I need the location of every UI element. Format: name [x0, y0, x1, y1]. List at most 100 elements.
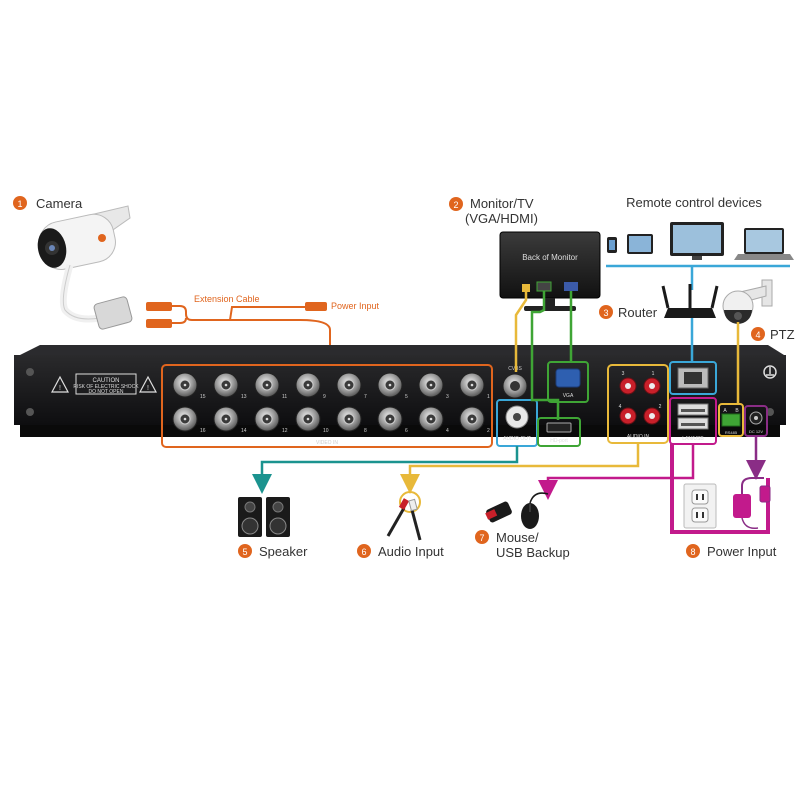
bnc-number: 2 [487, 428, 490, 434]
svg-text:4: 4 [619, 404, 622, 410]
bnc-connector: 14 [213, 406, 247, 434]
svg-text:Speaker: Speaker [259, 544, 308, 559]
svg-text:Mouse/: Mouse/ [496, 530, 539, 545]
remote-devices-label: Remote control devices [626, 195, 762, 210]
bnc-connector: 7 [336, 372, 367, 400]
svg-text:2: 2 [453, 200, 458, 210]
audio-in-ports: 3 1 4 2 AUDIO IN [619, 371, 662, 440]
bnc-number: 9 [323, 394, 326, 400]
dc-in-port: DC 12V [749, 411, 763, 434]
bnc-number: 7 [364, 394, 367, 400]
bnc-number: 10 [323, 428, 329, 434]
svg-text:Back of Monitor: Back of Monitor [522, 253, 578, 262]
svg-text:8: 8 [690, 547, 695, 557]
svg-text:1: 1 [17, 199, 22, 209]
bnc-number: 3 [446, 394, 449, 400]
svg-text:2: 2 [659, 404, 662, 410]
svg-text:VGA: VGA [563, 393, 574, 399]
bnc-number: 15 [200, 394, 206, 400]
bnc-number: 8 [364, 428, 367, 434]
monitor-icon: Back of Monitor [499, 231, 601, 311]
bnc-number: 13 [241, 394, 247, 400]
svg-text:B: B [735, 408, 739, 414]
video-in-top-row: 15 13 11 9 7 5 3 1 [172, 372, 490, 400]
router-label: 3 Router [599, 305, 658, 320]
svg-text:DC 12V: DC 12V [749, 429, 763, 434]
svg-text:HD-port: HD-port [550, 438, 568, 444]
svg-text:A: A [723, 408, 727, 414]
svg-text:AUDIO IN: AUDIO IN [627, 434, 650, 440]
bnc-number: 16 [200, 428, 206, 434]
speaker-label: 5 Speaker [238, 544, 308, 559]
bnc-connector: 2 [459, 406, 490, 434]
power-adapter-icon [733, 477, 771, 530]
bnc-number: 6 [405, 428, 408, 434]
audio-out-port: AUDIO OUT [503, 405, 531, 442]
bnc-connector: 10 [295, 406, 329, 434]
svg-text:4: 4 [755, 330, 760, 340]
bnc-number: 11 [282, 394, 287, 400]
monitor-cables [514, 291, 573, 420]
bnc-connector: 15 [172, 372, 206, 400]
svg-text:3: 3 [603, 308, 608, 318]
usb-ports: LAN/USB [677, 403, 709, 442]
ptz-label: 4 PTZ [751, 327, 795, 342]
audio-input-cable [400, 443, 640, 494]
svg-text:USB Backup: USB Backup [496, 545, 570, 560]
extension-cable: Extension Cable Power Input [146, 294, 380, 372]
network-lines [606, 264, 790, 290]
power-outlet-icon [683, 483, 717, 529]
mouse-icon [521, 492, 549, 529]
svg-text:7: 7 [479, 533, 484, 543]
svg-text:!: ! [59, 385, 61, 392]
vga-highlight [547, 361, 589, 403]
svg-text:Power Input: Power Input [707, 544, 777, 559]
usb-drive-icon [485, 501, 512, 523]
svg-text:Monitor/TV: Monitor/TV [470, 196, 534, 211]
svg-text:DO NOT OPEN: DO NOT OPEN [89, 389, 124, 395]
bnc-connector: 12 [254, 406, 288, 434]
video-in-label: VIDEO IN [316, 440, 338, 446]
bnc-connector: 6 [377, 406, 408, 434]
usb-cable [538, 444, 695, 500]
bnc-connector: 3 [418, 372, 449, 400]
svg-text:Power Input: Power Input [331, 301, 380, 311]
svg-text:6: 6 [361, 547, 366, 557]
rs485-port: A B RS485 [721, 408, 741, 435]
bnc-number: 12 [282, 428, 288, 434]
usb-power-line-v [766, 478, 770, 534]
svg-text:!: ! [147, 385, 149, 392]
svg-text:5: 5 [242, 547, 247, 557]
ptz-icon [722, 279, 773, 324]
bnc-number: 5 [405, 394, 408, 400]
svg-text:Audio Input: Audio Input [378, 544, 444, 559]
svg-text:Extension Cable: Extension Cable [194, 294, 260, 304]
badge-1 [13, 196, 27, 210]
svg-text:1: 1 [652, 371, 655, 377]
usb-power-line [670, 444, 674, 534]
power-input-label: 8 Power Input [686, 544, 777, 559]
router-icon [661, 284, 719, 318]
audio-input-label: 6 Audio Input [357, 544, 444, 559]
bnc-connector: 5 [377, 372, 408, 400]
rca-cable-icon [386, 491, 422, 541]
camera-icon [37, 205, 133, 330]
bnc-number: 4 [446, 428, 449, 434]
rs485-highlight [718, 403, 744, 437]
svg-text:PTZ: PTZ [770, 327, 795, 342]
svg-text:RISK OF ELECTRIC SHOCK: RISK OF ELECTRIC SHOCK [73, 384, 139, 390]
bnc-connector: 13 [213, 372, 247, 400]
usb-power-line-h [670, 530, 770, 534]
bnc-connector: 9 [295, 372, 326, 400]
hdmi-port: HD-port [546, 422, 572, 444]
mouse-usb-label: 7 Mouse/ USB Backup [475, 530, 570, 560]
bnc-connector: 4 [418, 406, 449, 434]
bnc-connector: 11 [254, 372, 287, 400]
speaker-icon [238, 497, 290, 537]
bnc-number: 1 [487, 394, 490, 400]
svg-text:CAUTION: CAUTION [93, 378, 120, 384]
video-in-highlight [161, 364, 493, 448]
monitor-label: 2 Monitor/TV (VGA/HDMI) [449, 196, 538, 226]
video-in-bottom-row: 16 14 12 10 8 6 4 2 [172, 406, 490, 434]
